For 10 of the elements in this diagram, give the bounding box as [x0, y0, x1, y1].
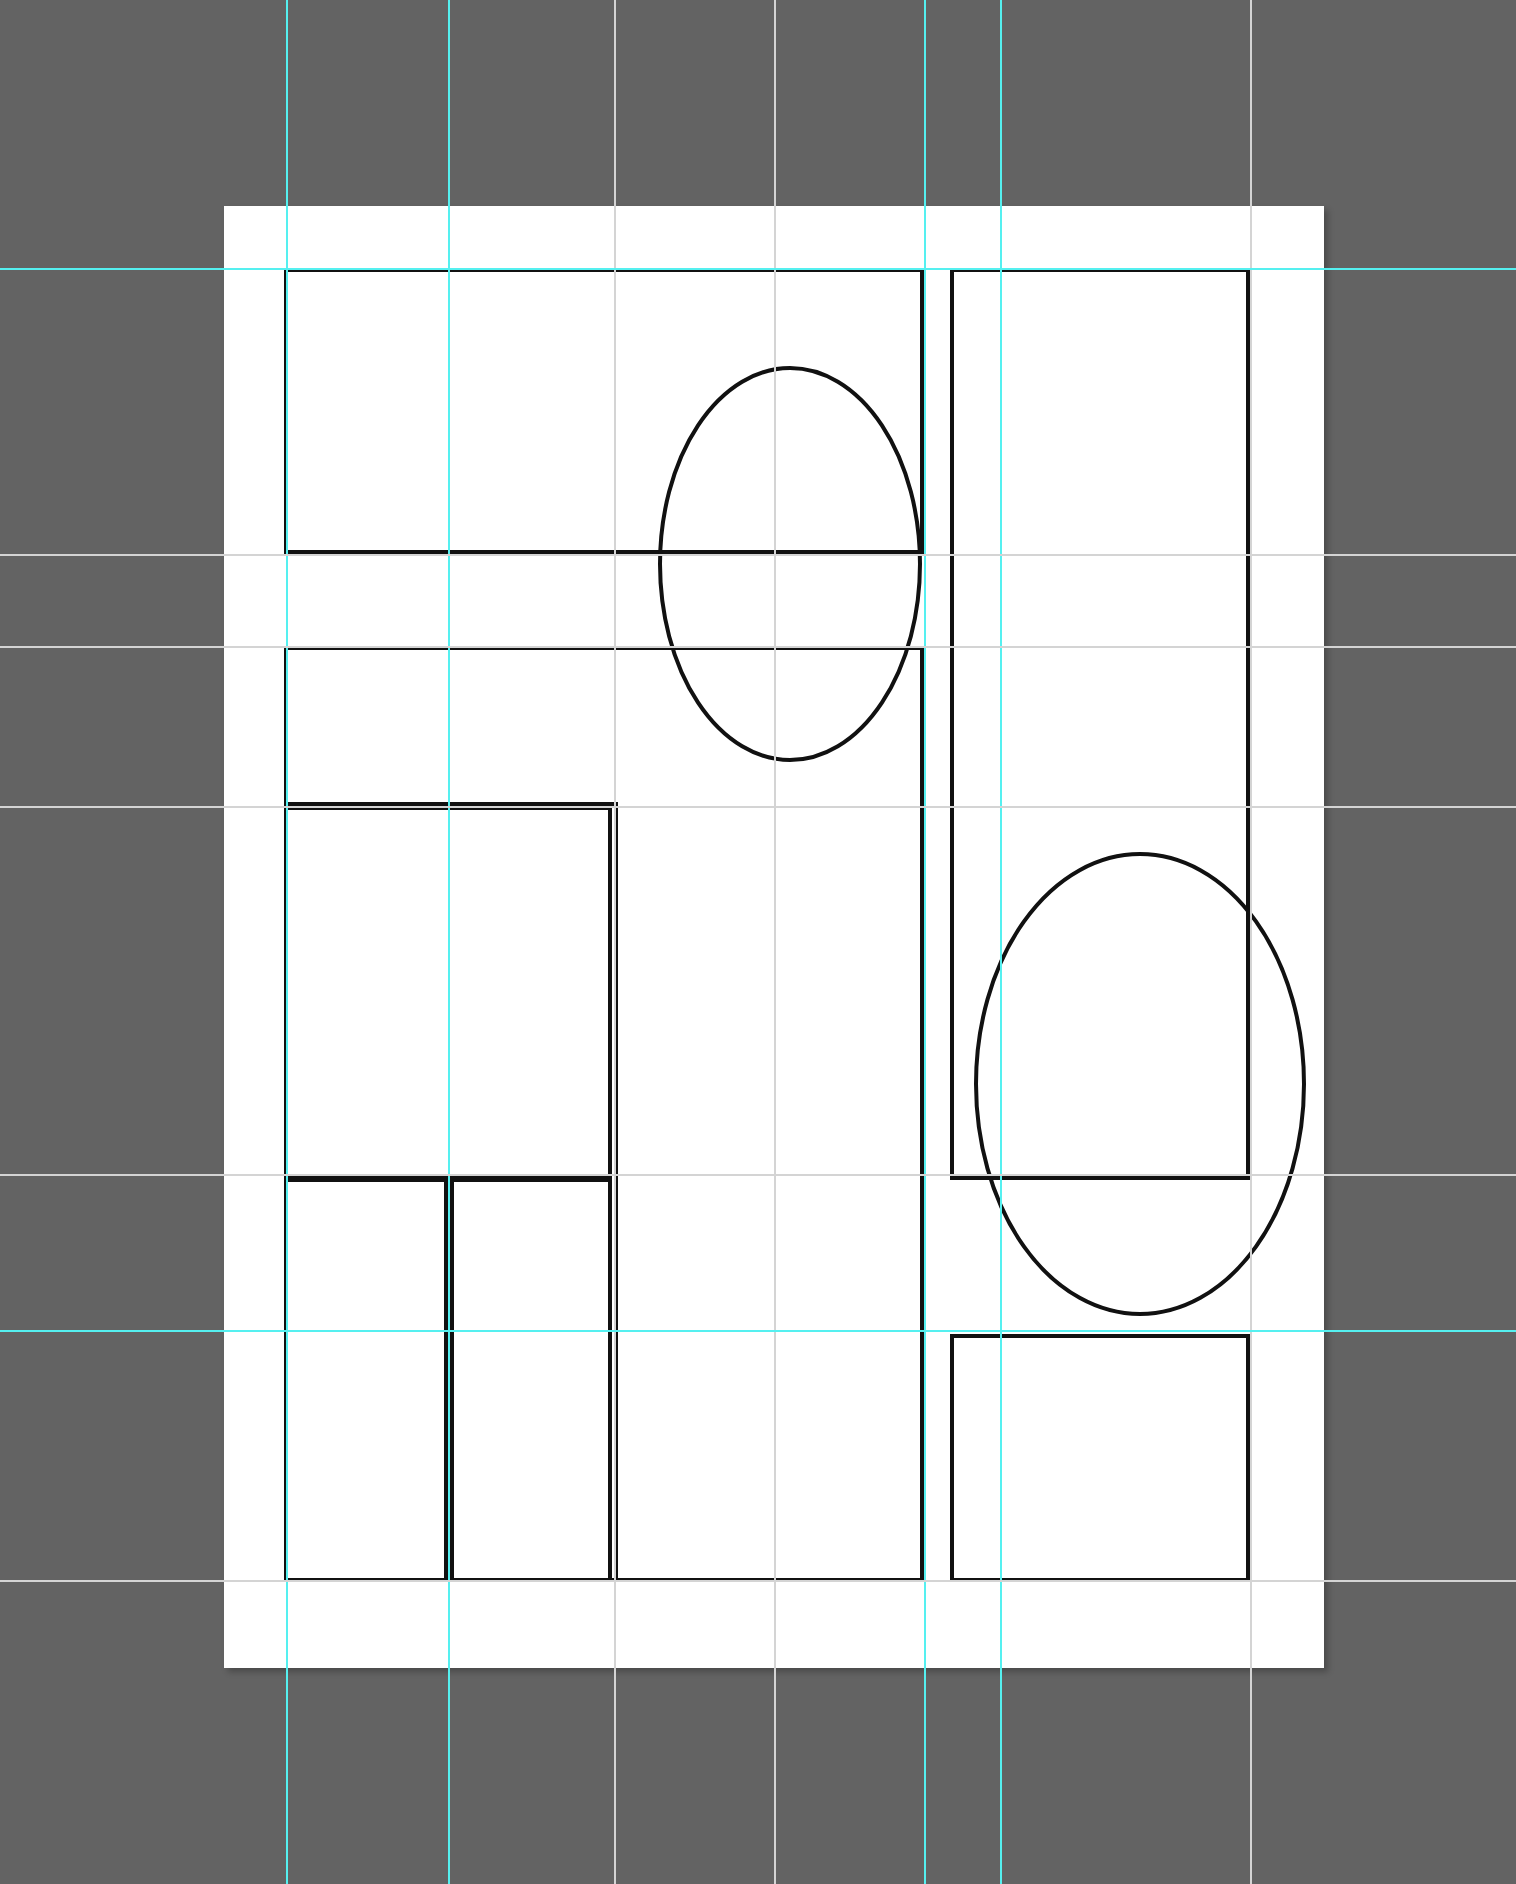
rectangle-frame [284, 268, 924, 554]
rectangle-frame [284, 806, 612, 1178]
rectangle-frame [284, 646, 924, 1582]
rectangle-frame [950, 268, 1250, 1180]
ellipse-frame [658, 366, 922, 762]
ellipse-frame [974, 852, 1306, 1316]
rectangle-frame [450, 1178, 612, 1582]
rectangle-frame [284, 802, 618, 1582]
rectangle-frame [950, 1334, 1250, 1582]
rectangle-frame [284, 1178, 448, 1582]
